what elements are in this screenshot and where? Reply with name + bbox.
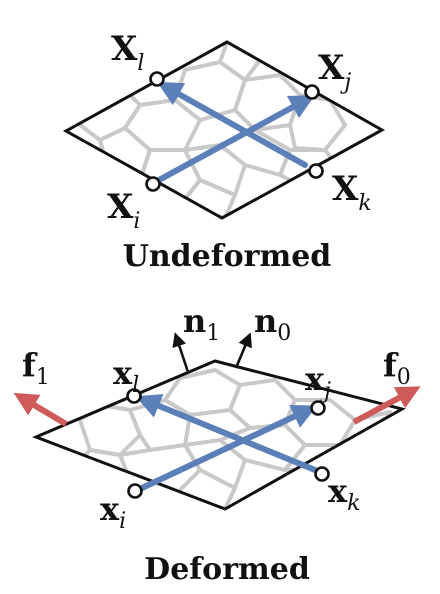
vertex-X-j <box>304 84 320 100</box>
vertex-x-l <box>126 388 142 404</box>
deformed-outline <box>31 359 406 511</box>
edge-arrow-k-l-deformed <box>135 394 318 473</box>
label-X-j: Xj <box>318 48 351 95</box>
deformed-panel: n1 n0 f1 f0 xl xj xi xk Deformed <box>13 302 421 587</box>
label-x-j: xj <box>305 360 331 404</box>
label-f0: f0 <box>383 346 411 390</box>
vertex-X-i <box>145 176 161 192</box>
normal-arrow-n0 <box>234 332 252 369</box>
label-X-k: Xk <box>332 169 372 216</box>
caption-undeformed: Undeformed <box>123 239 332 274</box>
normal-arrow-n1 <box>172 332 190 373</box>
edge-arrow-i-j <box>156 94 316 183</box>
force-arrow-f1 <box>13 392 68 427</box>
label-x-i: xi <box>100 490 126 534</box>
edge-arrow-i-j-deformed <box>139 404 318 491</box>
vertex-x-i <box>127 483 143 499</box>
vertex-X-l <box>149 71 165 87</box>
caption-deformed: Deformed <box>144 552 310 587</box>
vertex-X-k <box>308 163 324 179</box>
label-x-k: xk <box>328 472 360 516</box>
label-n1: n1 <box>183 302 220 346</box>
edge-arrow-k-l <box>157 81 308 168</box>
label-X-l: Xl <box>111 29 144 76</box>
label-f1: f1 <box>22 346 50 390</box>
undeformed-panel: Xl Xj Xi Xk Undeformed <box>62 29 386 274</box>
label-n0: n0 <box>254 302 291 346</box>
vertex-x-j <box>310 400 326 416</box>
vertex-x-k <box>314 466 330 482</box>
undeformed-outline <box>62 40 386 220</box>
force-arrow-f0 <box>352 386 421 425</box>
label-x-l: xl <box>113 354 139 398</box>
label-X-i: Xi <box>107 187 140 234</box>
